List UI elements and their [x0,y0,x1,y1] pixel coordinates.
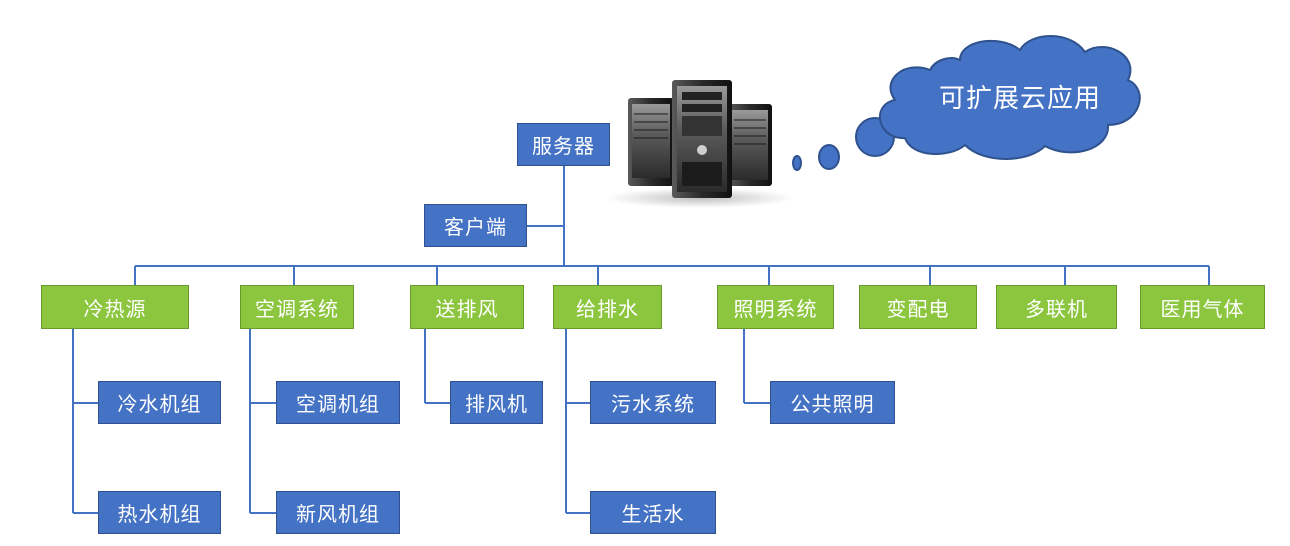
cloud-bubble-medium [818,144,840,170]
server-center [672,80,732,198]
category-node-water: 给排水 [553,285,662,329]
child-node-chiller: 冷水机组 [98,381,221,424]
cloud-bubble-small [792,155,802,171]
server-node: 服务器 [517,123,610,166]
child-node-ahu: 空调机组 [276,381,400,424]
child-node-exhaust-fan: 排风机 [450,381,543,424]
child-node-hot-water-unit: 热水机组 [98,491,221,534]
child-node-fresh-air-unit: 新风机组 [276,491,400,534]
child-node-domestic-water: 生活水 [590,491,716,534]
category-node-lighting: 照明系统 [717,285,834,329]
client-node: 客户端 [424,204,527,247]
cloud-label: 可扩展云应用 [938,84,1101,114]
category-node-hvac: 空调系统 [240,285,354,329]
child-node-public-lighting: 公共照明 [770,381,895,424]
child-node-sewage: 污水系统 [590,381,716,424]
category-node-vrf: 多联机 [996,285,1117,329]
server-left [628,98,674,186]
category-node-cooling-heating: 冷热源 [41,285,189,329]
category-node-medical-gas: 医用气体 [1140,285,1265,329]
category-node-ventilation: 送排风 [410,285,524,329]
server-right [728,104,772,186]
cloud-shape [878,35,1141,160]
category-node-power: 变配电 [859,285,977,329]
